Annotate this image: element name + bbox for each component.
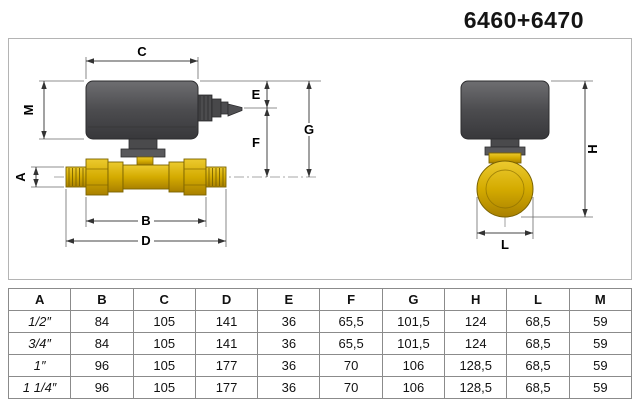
value-cell: 105 bbox=[132, 310, 196, 333]
value-cell: 36 bbox=[257, 354, 321, 377]
actuator-side bbox=[85, 80, 243, 158]
column-header: D bbox=[194, 288, 259, 311]
column-header: B bbox=[70, 288, 134, 311]
value-cell: 96 bbox=[70, 376, 134, 399]
dimension-B: B bbox=[85, 197, 207, 228]
column-header: H bbox=[444, 288, 508, 311]
valve-end-circle bbox=[476, 160, 534, 218]
dim-label-B: B bbox=[141, 213, 150, 228]
value-cell: 36 bbox=[257, 376, 321, 399]
value-cell: 84 bbox=[70, 332, 134, 355]
value-cell: 106 bbox=[381, 376, 446, 399]
dimension-A: A bbox=[13, 166, 64, 188]
value-cell: 96 bbox=[70, 354, 134, 377]
column-header: C bbox=[132, 288, 196, 311]
value-cell: 128,5 bbox=[444, 376, 508, 399]
value-cell: 59 bbox=[568, 376, 633, 399]
column-header: E bbox=[257, 288, 321, 311]
valve-body-side bbox=[65, 156, 227, 196]
value-cell: 105 bbox=[132, 332, 196, 355]
value-cell: 84 bbox=[70, 310, 134, 333]
value-cell: 124 bbox=[444, 310, 508, 333]
value-cell: 124 bbox=[444, 332, 508, 355]
dimension-E: E bbox=[200, 80, 321, 109]
dim-label-H: H bbox=[585, 144, 600, 153]
dimension-F: F bbox=[252, 108, 270, 177]
dimension-C: C bbox=[85, 44, 199, 79]
value-cell: 36 bbox=[257, 332, 321, 355]
technical-drawing: C M A bbox=[8, 38, 632, 280]
value-cell: 68,5 bbox=[506, 354, 570, 377]
product-code-title: 6460+6470 bbox=[463, 7, 584, 33]
size-cell: 1/2″ bbox=[7, 310, 72, 333]
column-header: F bbox=[319, 288, 383, 311]
dimension-G: G bbox=[301, 81, 317, 177]
value-cell: 70 bbox=[319, 354, 383, 377]
value-cell: 141 bbox=[194, 332, 259, 355]
value-cell: 70 bbox=[319, 376, 383, 399]
value-cell: 59 bbox=[568, 310, 633, 333]
mounting-flange bbox=[120, 148, 166, 158]
value-cell: 65,5 bbox=[319, 310, 383, 333]
size-cell: 1″ bbox=[7, 354, 72, 377]
dimension-L: L bbox=[476, 197, 534, 252]
value-cell: 68,5 bbox=[506, 376, 570, 399]
dimension-M: M bbox=[21, 80, 84, 140]
value-cell: 101,5 bbox=[381, 310, 446, 333]
column-header: A bbox=[7, 288, 72, 311]
left-threads bbox=[68, 168, 84, 186]
value-cell: 105 bbox=[132, 376, 196, 399]
size-cell: 3/4″ bbox=[7, 332, 72, 355]
left-union-nut bbox=[107, 161, 124, 193]
dimension-D: D bbox=[65, 189, 227, 248]
value-cell: 59 bbox=[568, 332, 633, 355]
value-cell: 65,5 bbox=[319, 332, 383, 355]
value-cell: 105 bbox=[132, 354, 196, 377]
dim-label-L: L bbox=[501, 237, 509, 252]
size-cell: 1 1/4″ bbox=[7, 376, 72, 399]
column-header: M bbox=[568, 288, 633, 311]
value-cell: 106 bbox=[381, 354, 446, 377]
value-cell: 59 bbox=[568, 354, 633, 377]
value-cell: 141 bbox=[194, 310, 259, 333]
valve-center-body bbox=[122, 164, 170, 190]
value-cell: 36 bbox=[257, 310, 321, 333]
value-cell: 177 bbox=[194, 354, 259, 377]
column-header: L bbox=[506, 288, 570, 311]
valve-dimension-drawing: C M A bbox=[13, 44, 600, 252]
value-cell: 177 bbox=[194, 376, 259, 399]
left-hex-nut bbox=[85, 158, 109, 196]
valve-body-end bbox=[476, 152, 534, 218]
value-cell: 128,5 bbox=[444, 354, 508, 377]
dim-label-C: C bbox=[137, 44, 147, 59]
dim-label-M: M bbox=[21, 105, 36, 116]
cable-connector bbox=[197, 94, 243, 122]
dim-label-E: E bbox=[252, 87, 261, 102]
value-cell: 101,5 bbox=[381, 332, 446, 355]
actuator-neck bbox=[128, 138, 158, 150]
side-view: C M A bbox=[13, 44, 321, 248]
right-hex-nut bbox=[183, 158, 207, 196]
value-cell: 68,5 bbox=[506, 310, 570, 333]
right-threads bbox=[208, 168, 224, 186]
dim-label-D: D bbox=[141, 233, 150, 248]
column-header: G bbox=[381, 288, 446, 311]
dim-label-G: G bbox=[304, 122, 314, 137]
value-cell: 68,5 bbox=[506, 332, 570, 355]
dim-label-F: F bbox=[252, 135, 260, 150]
end-view: H L bbox=[460, 80, 600, 252]
dim-label-A: A bbox=[13, 172, 28, 182]
actuator-end bbox=[460, 80, 550, 156]
right-union-nut bbox=[168, 161, 185, 193]
